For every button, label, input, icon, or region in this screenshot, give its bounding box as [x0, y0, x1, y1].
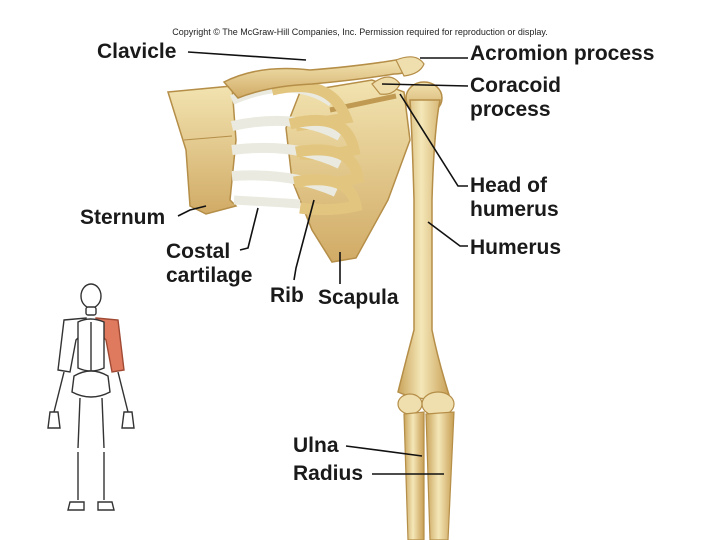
leader-costal [239, 207, 259, 251]
ribs [230, 81, 365, 216]
leader-coracoid [381, 83, 469, 87]
leader-sternum [177, 205, 207, 217]
label-radius: Radius [293, 462, 364, 485]
mini-skeleton [47, 283, 135, 511]
label-coracoid-line1: Coracoid [470, 74, 562, 97]
leader-clavicle [187, 51, 307, 61]
label-rib: Rib [270, 284, 304, 307]
label-head-of-humerus: Head of humerus [470, 174, 559, 222]
label-head-line2: humerus [470, 198, 559, 221]
sternum-bone [167, 85, 238, 215]
forearm-bones [403, 411, 455, 540]
label-coracoid-process: Coracoid process [470, 74, 561, 122]
copyright-notice: Copyright © The McGraw-Hill Companies, I… [172, 27, 548, 37]
label-ulna: Ulna [293, 434, 339, 457]
label-head-line1: Head of [470, 174, 548, 197]
leader-ulna [345, 445, 423, 457]
label-acromion-process: Acromion process [470, 42, 655, 65]
leader-head [399, 93, 468, 187]
leader-humerus [427, 221, 468, 247]
label-clavicle: Clavicle [97, 40, 177, 63]
label-scapula: Scapula [318, 286, 399, 309]
humerus-bone [397, 81, 455, 417]
leader-lines [177, 51, 469, 475]
leader-rib [293, 199, 315, 281]
label-coracoid-line2: process [470, 98, 551, 121]
label-costal-line2: cartilage [166, 264, 253, 287]
label-sternum: Sternum [80, 206, 166, 229]
label-costal-cartilage: Costal cartilage [166, 240, 252, 288]
acromion-coracoid [371, 56, 425, 95]
label-costal-line1: Costal [166, 240, 231, 263]
label-humerus: Humerus [470, 236, 562, 259]
